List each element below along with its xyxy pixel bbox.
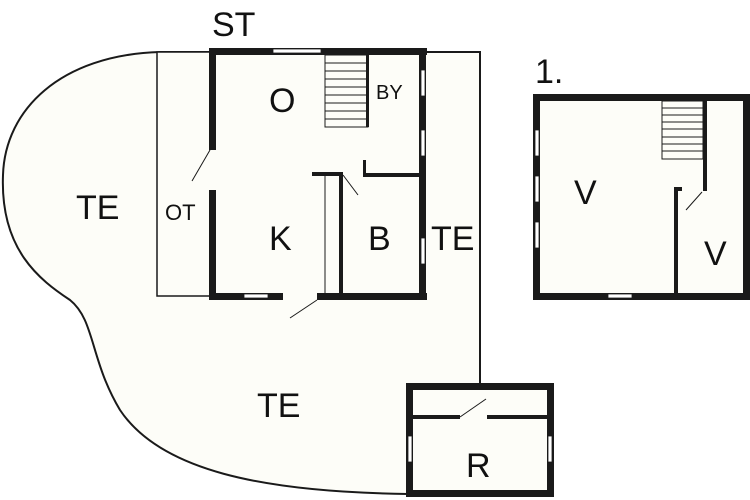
terrace-door-swing [191,149,211,182]
covered-terrace-outline [156,51,214,297]
terrace-label-bottom: TE [257,387,300,425]
room-label-annex: R [466,447,491,485]
first-floor-floor [536,97,748,295]
house-windows [243,48,426,299]
annex-door-swing [459,398,487,418]
first-floor-windows [534,129,633,299]
room-label-living: O [269,82,295,120]
terrace-label-left: TE [76,189,119,227]
interior-walls [312,160,421,296]
room-label-covered-terrace: OT [165,200,196,225]
room-label-utility: BY [376,82,403,104]
entry-door-swing [289,299,318,319]
room-label-kitchen: K [269,220,292,258]
room-label-bedroom-small: V [704,235,727,273]
first-floor-stairs [661,100,704,160]
bathroom-door-swing [342,174,359,196]
annex-windows [407,435,553,463]
bathroom-door-opening [343,172,363,176]
stair-wall [366,55,369,127]
terrace-door-opening [208,150,217,190]
ground-floor-heading: ST [212,6,255,44]
first-floor-heading: 1. [535,53,563,91]
room-label-bedroom-main: V [574,174,597,212]
room-label-bathroom: B [368,220,391,258]
first-floor-door-swing [685,191,703,211]
terrace-label-right: TE [431,220,474,258]
entry-door-opening [283,292,317,301]
